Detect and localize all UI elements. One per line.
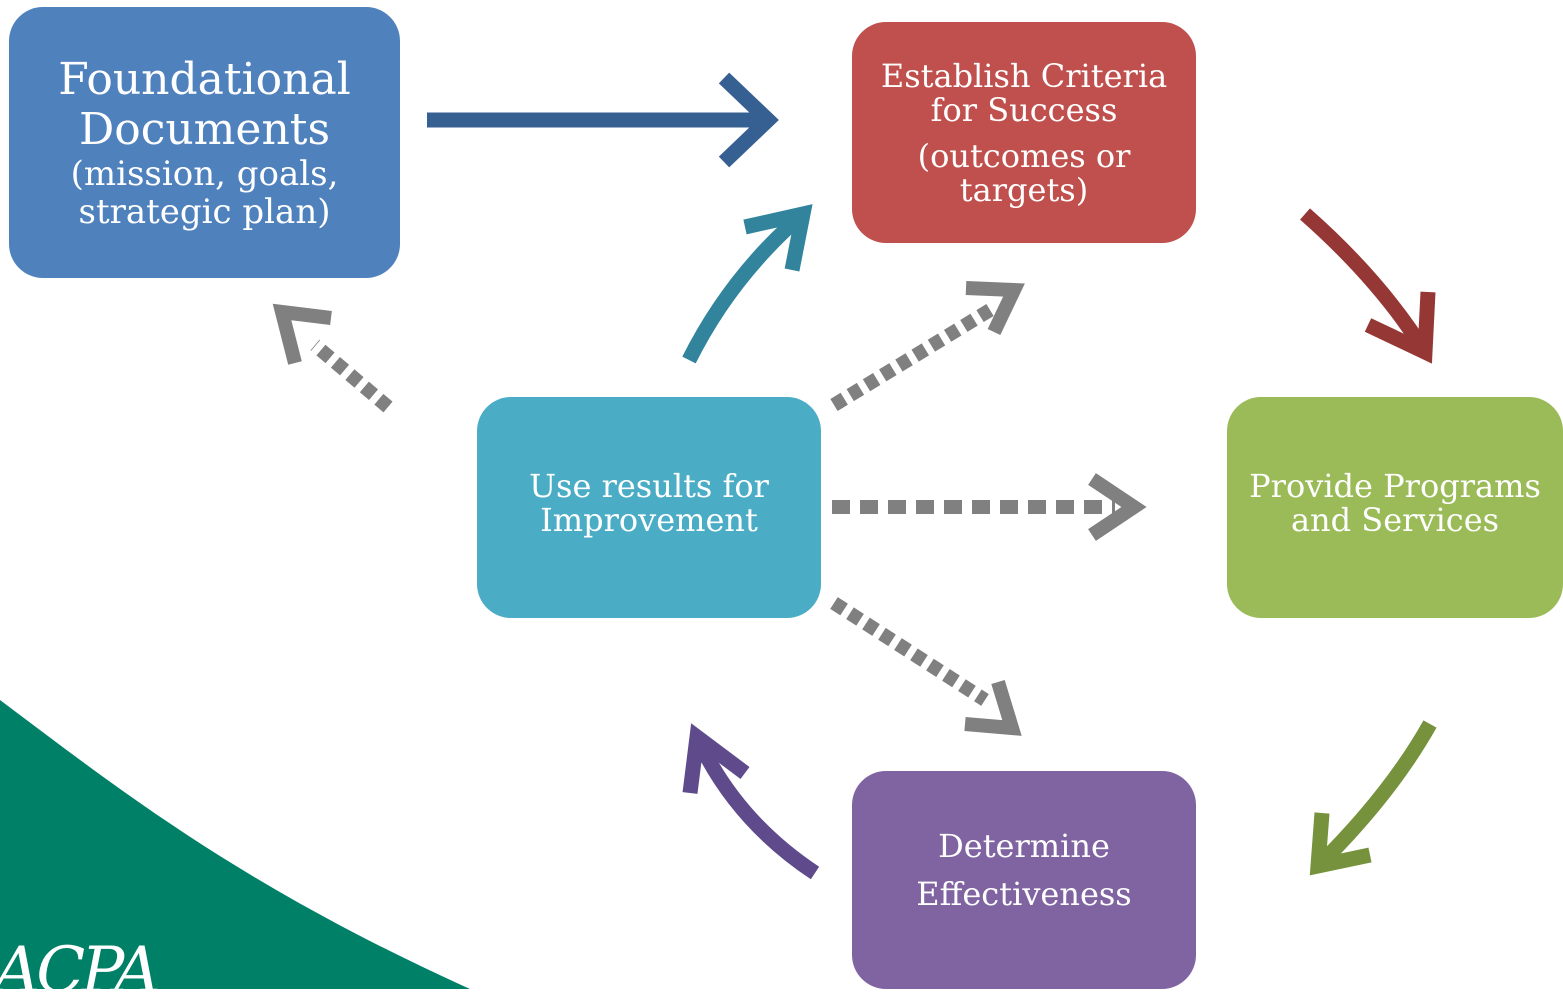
- arrow-effectiveness-to-improvement: [682, 723, 820, 880]
- node-title-line: Foundational: [58, 53, 351, 105]
- node-label-line: Improvement: [540, 500, 758, 539]
- node-establish-criteria: Establish Criteria for Success (outcomes…: [852, 22, 1196, 243]
- node-use-results: Use results for Improvement: [477, 397, 821, 618]
- node-label-line: and Services: [1290, 500, 1500, 539]
- node-label-line: Use results for: [529, 466, 769, 505]
- node-provide-programs: Provide Programs and Services: [1227, 397, 1563, 618]
- dotted-arrow-to-programs: [832, 473, 1147, 541]
- node-detail-line: (outcomes or: [917, 136, 1131, 175]
- node-label-line: Effectiveness: [916, 875, 1132, 913]
- node-detail-line: strategic plan): [78, 191, 331, 232]
- node-detail-line: targets): [959, 170, 1089, 209]
- dotted-arrow-to-criteria: [830, 281, 1025, 411]
- dotted-arrow-to-effectiveness: [830, 597, 1022, 736]
- dotted-arrow-to-foundational: [272, 303, 393, 413]
- node-foundational-documents: Foundational Documents (mission, goals, …: [9, 7, 400, 278]
- node-label-line: Determine: [938, 827, 1110, 865]
- arrow-criteria-to-programs: [1300, 208, 1436, 364]
- node-determine-effectiveness: Determine Effectiveness: [852, 771, 1196, 989]
- arrow-foundational-to-criteria: [427, 72, 779, 168]
- node-label-line: Provide Programs: [1249, 466, 1541, 505]
- node-title-line: for Success: [930, 90, 1118, 129]
- arrow-improvement-to-criteria: [682, 204, 813, 364]
- node-title-line: Documents: [78, 103, 331, 155]
- arrow-programs-to-effectiveness: [1309, 720, 1437, 876]
- node-title-line: Establish Criteria: [880, 56, 1168, 95]
- node-detail-line: (mission, goals,: [70, 153, 339, 194]
